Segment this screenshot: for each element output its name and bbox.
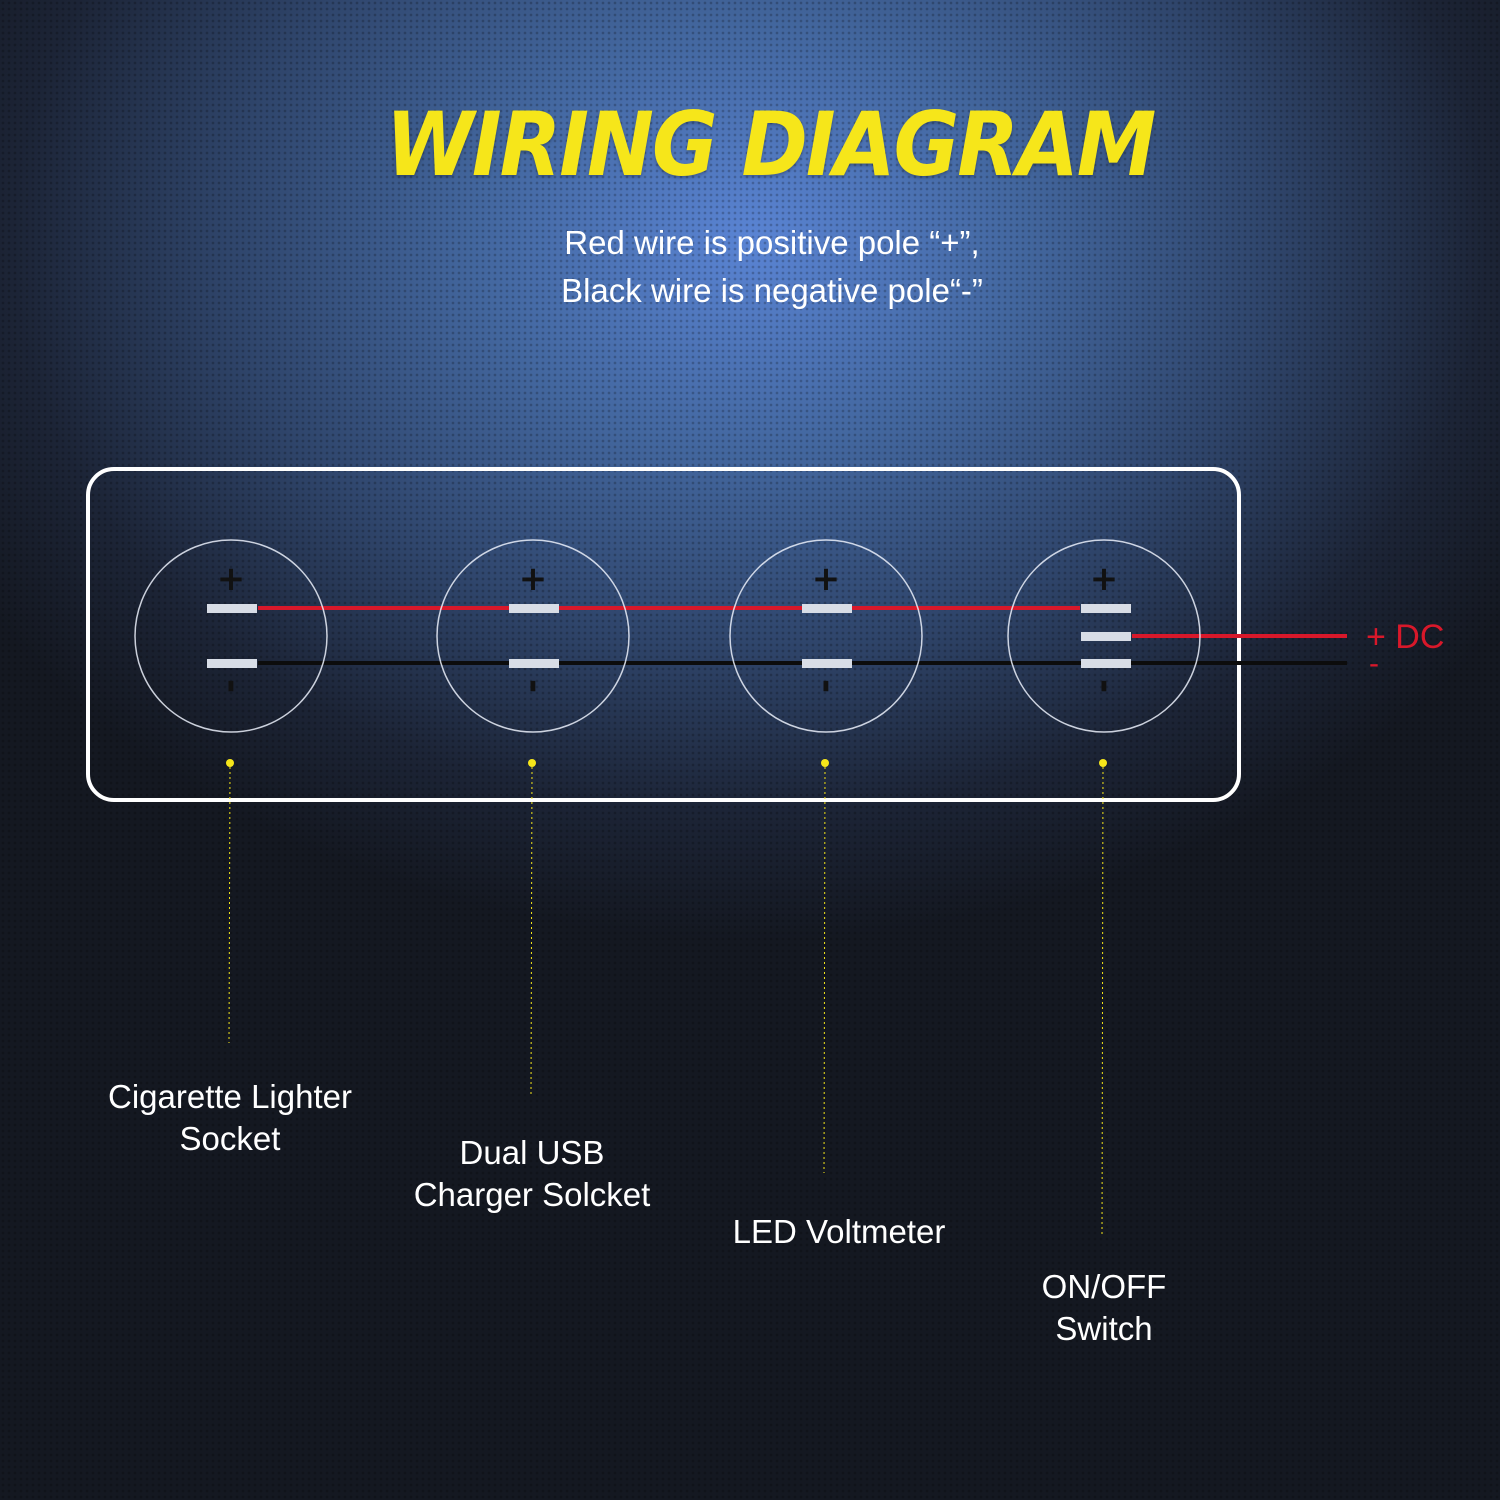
leader-line (823, 766, 826, 1174)
component-circle (436, 539, 630, 733)
label-led-voltmeter: LED Voltmeter (732, 1213, 946, 1250)
plus-sign: + (812, 559, 841, 599)
plus-sign: + (519, 559, 548, 599)
leader-line (1101, 766, 1104, 1235)
leader-dot (1099, 759, 1107, 767)
leader-line (228, 766, 231, 1044)
negative-terminal (509, 659, 559, 668)
label-on-off-switch: ON/OFF Switch (1041, 1268, 1167, 1347)
positive-dc-label: + DC (1366, 618, 1444, 656)
minus-sign: - (807, 679, 847, 693)
leader-dot (528, 759, 536, 767)
leader-line (530, 766, 533, 1096)
negative-dc-label: - (1369, 647, 1379, 680)
minus-sign: - (514, 679, 554, 693)
minus-sign: - (1085, 679, 1125, 693)
diagram-title: WIRING DIAGRAM (385, 93, 1157, 196)
positive-terminal (1081, 604, 1131, 613)
component-circle (134, 539, 328, 733)
power-input-terminal (1081, 632, 1131, 641)
positive-terminal (509, 604, 559, 613)
label-cigarette-lighter-socket: Cigarette Lighter Socket (108, 1078, 352, 1157)
minus-sign: - (212, 679, 252, 693)
negative-terminal (1081, 659, 1131, 668)
negative-terminal (207, 659, 257, 668)
leader-dot (821, 759, 829, 767)
positive-terminal (207, 604, 257, 613)
legend-positive-note: Red wire is positive pole “+”, (564, 224, 980, 261)
leader-dot (226, 759, 234, 767)
positive-terminal (802, 604, 852, 613)
component-circle (729, 539, 923, 733)
plus-sign: + (217, 559, 246, 599)
panel-outline (86, 467, 1241, 802)
label-dual-usb-charger-socket: Dual USB Charger Solcket (413, 1134, 651, 1213)
component-circle (1007, 539, 1201, 733)
legend-negative-note: Black wire is negative pole“-” (561, 272, 983, 309)
plus-sign: + (1090, 559, 1119, 599)
negative-terminal (802, 659, 852, 668)
